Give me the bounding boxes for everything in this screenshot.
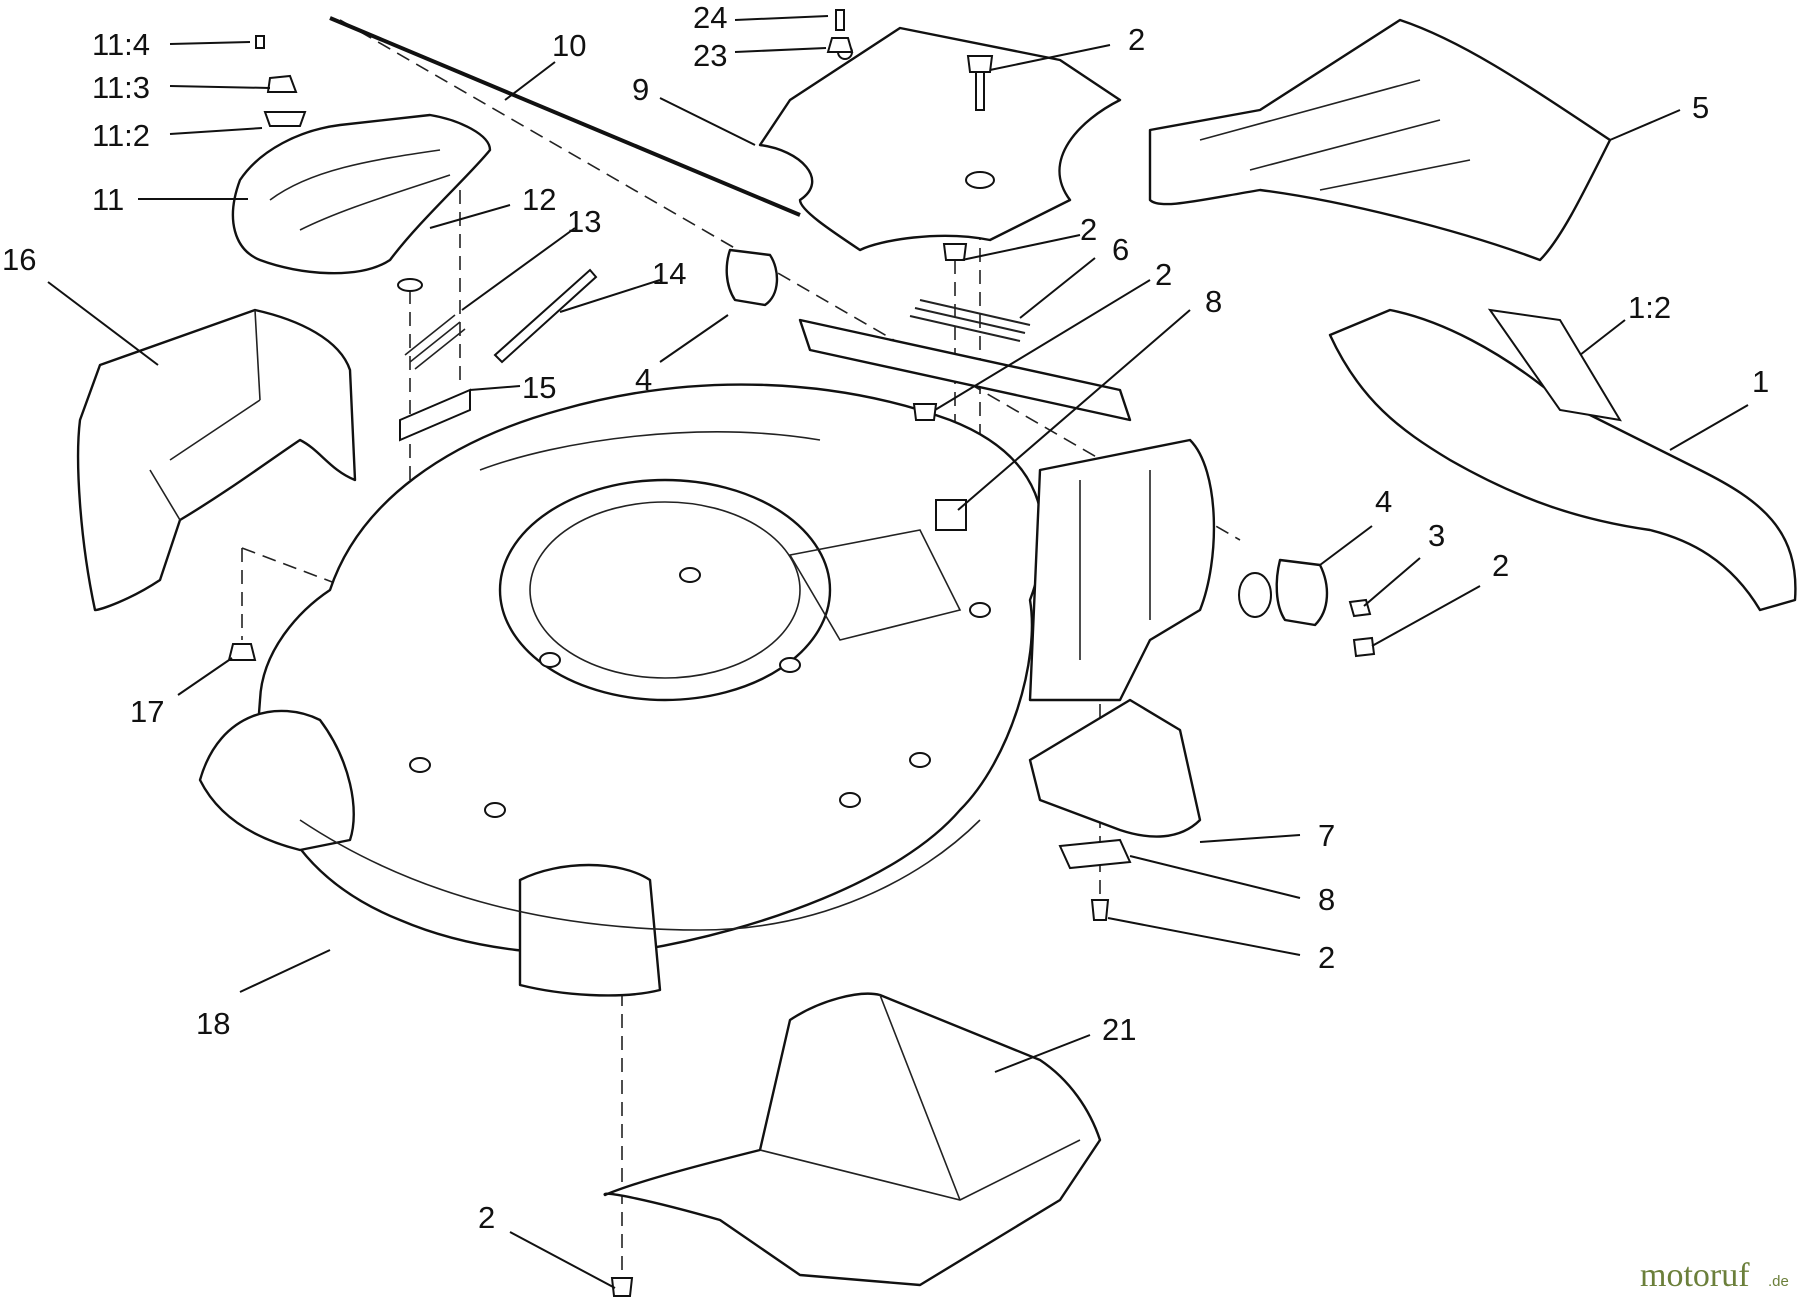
callout-11: 11 [92, 182, 124, 217]
callout-4-right: 4 [1375, 484, 1392, 519]
top-plate [758, 26, 1122, 252]
rear-shield [1148, 18, 1612, 262]
leader-lines [47, 15, 1749, 1289]
discharge-chute-guide [1028, 698, 1202, 838]
callout-14: 14 [652, 256, 686, 291]
handle-cover [231, 35, 492, 275]
site-watermark: motoruf .de [1640, 1257, 1789, 1294]
callout-2-right: 2 [1492, 548, 1509, 583]
fastener-hardware [227, 9, 1376, 1297]
callout-17: 17 [130, 694, 164, 729]
callout-7: 7 [1318, 818, 1335, 853]
callout-18: 18 [196, 1006, 230, 1041]
rear-rod [329, 16, 801, 217]
mulching-plug [603, 992, 1102, 1287]
callout-11-4: 11:4 [92, 27, 150, 62]
callout-1-2: 1:2 [1628, 290, 1671, 325]
watermark-brand: motoruf [1640, 1257, 1750, 1294]
callout-12: 12 [522, 182, 556, 217]
callout-3: 3 [1428, 518, 1445, 553]
side-handle-bracket [1328, 308, 1797, 612]
callout-1: 1 [1752, 364, 1769, 399]
callout-2-bottom: 2 [478, 1200, 495, 1235]
callout-labels: 11:4 11:3 11:2 11 16 12 13 14 15 10 9 24… [2, 0, 1769, 1235]
callout-4-left: 4 [635, 362, 652, 397]
callout-2-top: 2 [1128, 22, 1145, 57]
callout-21: 21 [1102, 1012, 1136, 1047]
torsion-spring [909, 299, 1031, 342]
callout-15: 15 [522, 370, 556, 405]
pivot-brackets [725, 248, 1329, 627]
callout-11-3: 11:3 [92, 70, 150, 105]
spring-bracket-assembly [397, 268, 598, 442]
callout-10: 10 [552, 28, 586, 63]
callout-24: 24 [693, 0, 727, 35]
deck-housing [198, 318, 1216, 997]
callout-2-mid-left: 2 [1080, 212, 1097, 247]
callout-13: 13 [567, 204, 601, 239]
callout-5: 5 [1692, 90, 1709, 125]
callout-9: 9 [632, 72, 649, 107]
callout-2-lower-right: 2 [1318, 940, 1335, 975]
callout-8-top: 8 [1205, 284, 1222, 319]
watermark-tld: .de [1768, 1273, 1789, 1290]
callout-16: 16 [2, 242, 36, 277]
callout-11-2: 11:2 [92, 118, 150, 153]
rear-flap [76, 308, 357, 612]
callout-23: 23 [693, 38, 727, 73]
callout-8-bottom: 8 [1318, 882, 1335, 917]
callout-6: 6 [1112, 232, 1129, 267]
callout-2-mid-right: 2 [1155, 257, 1172, 292]
